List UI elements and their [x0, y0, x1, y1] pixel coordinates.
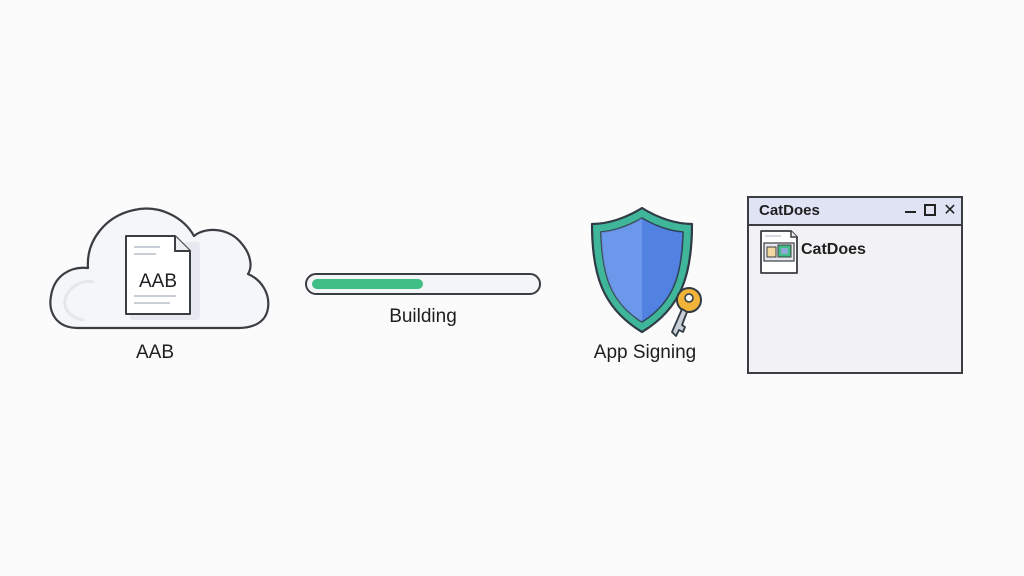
cloud-file-icon: AAB [49, 207, 270, 330]
building-caption: Building [389, 306, 457, 327]
aab-file-label: AAB [139, 271, 177, 292]
aab-file-icon: AAB [125, 235, 200, 320]
minimize-icon [904, 211, 916, 213]
key-icon [671, 287, 702, 337]
maximize-icon [924, 204, 936, 216]
build-progress-fill [312, 279, 423, 289]
aab-caption: AAB [135, 342, 175, 363]
app-file-icon[interactable] [759, 229, 799, 275]
app-name-label: CatDoes [801, 241, 866, 258]
window-title: CatDoes [759, 202, 820, 219]
maximize-button[interactable] [921, 200, 939, 220]
app-signing-caption: App Signing [593, 342, 697, 363]
minimize-button[interactable] [901, 200, 919, 220]
shield-highlight [601, 218, 642, 322]
close-icon: ✕ [943, 202, 957, 219]
catdoes-window: CatDoes ✕ CatDoes [747, 196, 963, 374]
shield-shadow [642, 218, 683, 322]
close-button[interactable]: ✕ [941, 200, 959, 220]
shield-key-icon [590, 206, 702, 337]
cloud-inner-shading [63, 280, 95, 322]
window-titlebar: CatDoes ✕ [749, 198, 961, 226]
build-progress-bar [305, 273, 541, 295]
